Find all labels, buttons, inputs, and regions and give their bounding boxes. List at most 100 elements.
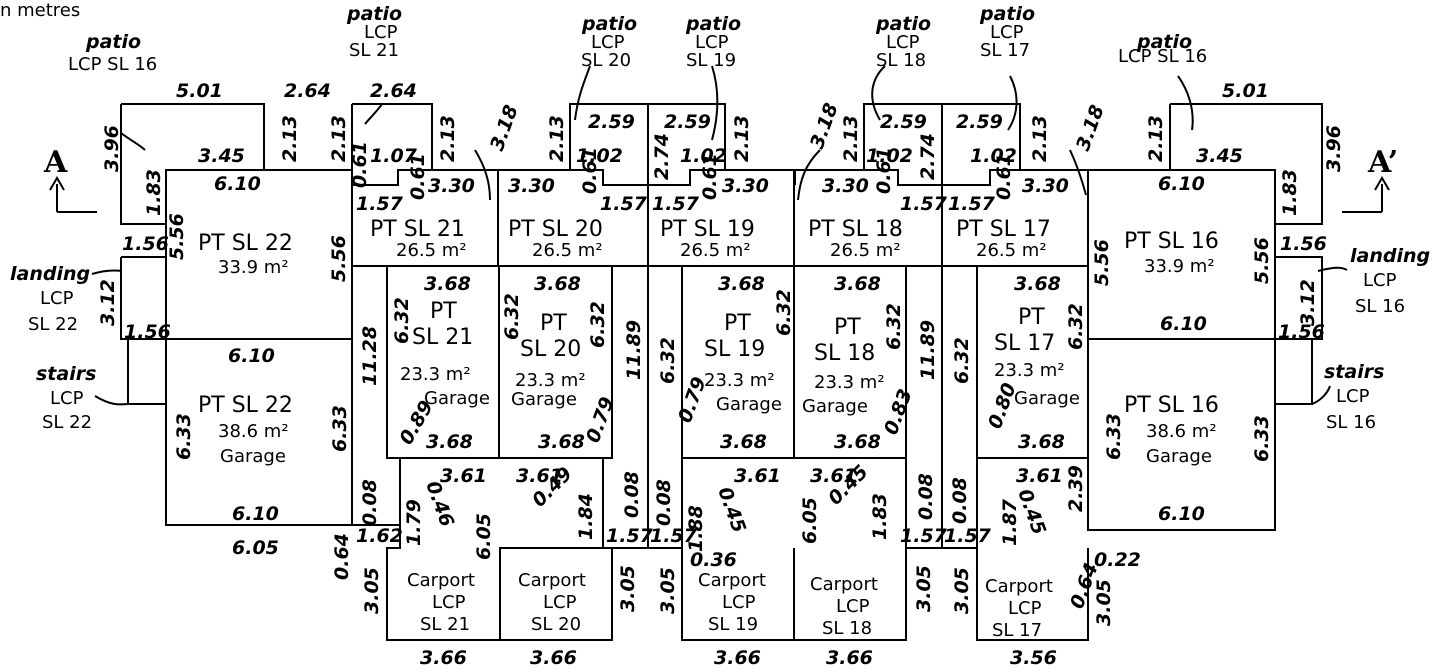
- dimension-label: 0.61: [873, 147, 895, 194]
- dimension-label: 2.13: [1029, 115, 1051, 162]
- dimension-label: 2.59: [956, 111, 1003, 133]
- lot-label: PT SL 19: [660, 217, 755, 242]
- carport-lcp: LCP: [836, 596, 870, 617]
- dimension-label: 3.66: [714, 647, 761, 669]
- lot-area: 26.5 m²: [830, 240, 901, 261]
- patio-note: patio: [979, 3, 1035, 25]
- plan-dimensions: 5.01 2.64 2.64 5.01 3.45 6.10 3.45 6.10 …: [97, 80, 1345, 669]
- dimension-label: 2.64: [284, 80, 331, 102]
- lot-label: PT: [540, 311, 567, 336]
- lot-area: 26.5 m²: [396, 240, 467, 261]
- dimension-label: 2.13: [546, 115, 568, 162]
- dimension-label: 0.61: [349, 141, 371, 188]
- lot-area: 23.3 m²: [704, 370, 775, 391]
- patio-owner: SL 18: [876, 50, 926, 71]
- stairs-note: stairs: [1324, 361, 1384, 383]
- lot-area: 38.6 m²: [1146, 421, 1217, 442]
- dimension-label: 1.07: [370, 145, 418, 167]
- lot-area: 26.5 m²: [532, 240, 603, 261]
- dimension-label: 3.18: [1072, 102, 1109, 154]
- dimension-label: 0.79: [582, 394, 619, 446]
- dimension-label: 1.88: [685, 505, 707, 552]
- lot-label: PT: [724, 311, 751, 336]
- lot-area: 23.3 m²: [814, 372, 885, 393]
- dimension-label: 1.56: [124, 321, 171, 343]
- dimension-label: 1.83: [143, 169, 165, 216]
- dimension-label: 3.12: [97, 279, 119, 326]
- carport-owner: SL 19: [708, 614, 758, 635]
- carport-lcp: LCP: [432, 592, 466, 613]
- dimension-label: 3.61: [810, 465, 857, 487]
- dimension-label: 6.05: [799, 497, 821, 544]
- dimension-label: 3.45: [198, 145, 245, 167]
- dimension-label: 2.39: [1065, 465, 1087, 512]
- dimension-label: 6.33: [1251, 415, 1273, 462]
- lot-use: Garage: [1014, 388, 1080, 409]
- carport-label: Carport: [810, 574, 878, 595]
- dimension-label: 2.59: [588, 111, 635, 133]
- dimension-label: 1.57: [944, 525, 992, 547]
- lot-area: 33.9 m²: [218, 257, 289, 278]
- dimension-label: 6.32: [1065, 303, 1087, 350]
- dimension-label: 3.68: [424, 273, 471, 295]
- lot-label: SL 21: [412, 325, 473, 350]
- lot-label: PT SL 20: [508, 217, 603, 242]
- patio-lcp: LCP: [591, 32, 625, 53]
- dimension-label: 3.68: [1018, 431, 1065, 453]
- dimension-label: 3.61: [734, 465, 781, 487]
- dimension-label: 3.68: [1014, 273, 1061, 295]
- landing-lcp: LCP: [40, 288, 74, 309]
- dimension-label: 6.05: [473, 513, 495, 560]
- patio-lcp: LCP: [886, 32, 920, 53]
- carport-lcp: LCP: [1008, 598, 1042, 619]
- dimension-label: 6.33: [1103, 413, 1125, 460]
- dimension-label: 6.33: [329, 405, 351, 452]
- lot-label: PT SL 18: [808, 217, 903, 242]
- dimension-label: 6.32: [501, 293, 523, 340]
- lot-area: 23.3 m²: [400, 364, 471, 385]
- dimension-label: 1.57: [606, 525, 654, 547]
- dimension-label: 3.68: [834, 273, 881, 295]
- dimension-label: 6.10: [214, 173, 261, 195]
- dimension-label: 0.08: [949, 477, 971, 524]
- patio-owner: SL 20: [581, 50, 631, 71]
- stairs-lcp: LCP: [1336, 386, 1370, 407]
- carport-lcp: LCP: [543, 592, 577, 613]
- carport-label: Carport: [518, 570, 586, 591]
- lot-label: SL 18: [814, 341, 875, 366]
- lot-label: PT SL 21: [370, 217, 465, 242]
- lot-area: 23.3 m²: [515, 370, 586, 391]
- plan-text: n metres A A’ patio LCP SL 16 patio LCP …: [0, 0, 1430, 641]
- dimension-label: 3.30: [822, 175, 869, 197]
- dimension-label: 0.22: [1094, 549, 1141, 571]
- lot-area: 23.3 m²: [994, 360, 1065, 381]
- dimension-label: 3.18: [806, 100, 843, 152]
- dimension-label: 2.74: [917, 133, 939, 180]
- dimension-label: 5.56: [1091, 239, 1113, 286]
- dimension-label: 6.32: [883, 303, 905, 350]
- dimension-label: 0.64: [331, 533, 353, 580]
- patio-owner: LCP SL 16: [1118, 46, 1207, 67]
- patio-lcp: LCP: [695, 32, 729, 53]
- patio-note: patio: [581, 13, 637, 35]
- dimension-label: 0.61: [699, 153, 721, 200]
- patio-note: patio: [85, 31, 141, 53]
- dimension-label: 6.32: [391, 297, 413, 344]
- patio-note: patio: [1136, 31, 1192, 53]
- dimension-label: 0.08: [621, 471, 643, 518]
- lot-label: PT SL 16: [1124, 229, 1219, 254]
- patio-owner: SL 17: [980, 40, 1030, 61]
- lot-use: Garage: [1146, 446, 1212, 467]
- carport-lcp: LCP: [722, 592, 756, 613]
- lot-area: 38.6 m²: [218, 421, 289, 442]
- dimension-label: 0.36: [690, 549, 737, 571]
- dimension-label: 3.30: [1022, 175, 1069, 197]
- dimension-label: 6.10: [1158, 173, 1205, 195]
- carport-owner: SL 18: [822, 618, 872, 639]
- dimension-label: 6.10: [1158, 503, 1205, 525]
- dimension-label: 11.28: [359, 326, 381, 386]
- dimension-label: 3.68: [534, 273, 581, 295]
- patio-note: patio: [346, 3, 402, 25]
- lot-label: SL 19: [704, 337, 765, 362]
- lot-label: PT SL 16: [1124, 393, 1219, 418]
